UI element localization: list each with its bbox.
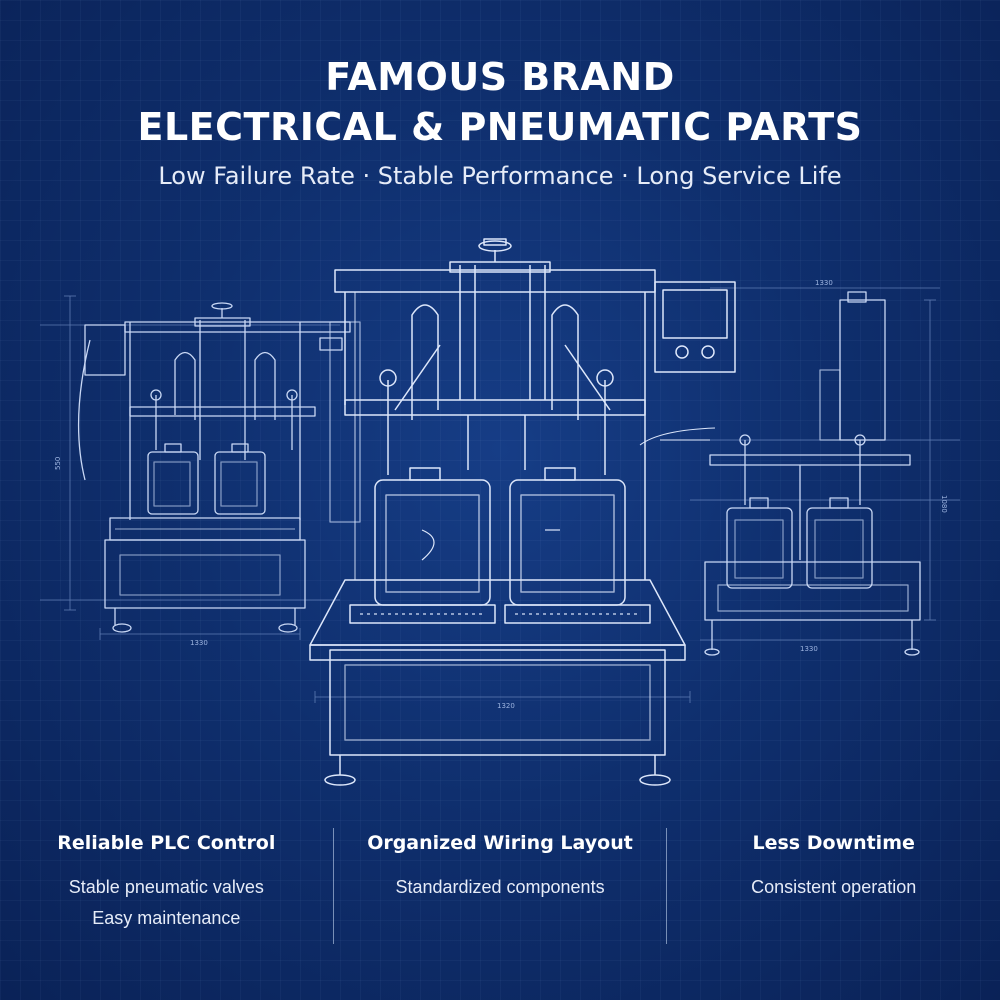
feature-line: Stable pneumatic valves xyxy=(68,877,264,897)
feature-strip: Reliable PLC Control Stable pneumatic va… xyxy=(0,828,1000,946)
title-line-2: ELECTRICAL & PNEUMATIC PARTS xyxy=(137,105,863,149)
feature-title: Less Downtime xyxy=(752,832,915,854)
right-filling-machine xyxy=(704,291,921,656)
feature-line: Consistent operation xyxy=(751,877,917,897)
tagline: Low Failure Rate · Stable Performance · … xyxy=(158,162,842,190)
dim-right-height: 1080 xyxy=(940,495,948,513)
feature-wiring-layout: Organized Wiring Layout Standardized com… xyxy=(334,828,667,946)
dimension-labels: 550 1330 1320 1330 1080 1330 xyxy=(54,279,948,710)
feature-line: Easy maintenance xyxy=(92,908,241,928)
header: FAMOUS BRAND ELECTRICAL & PNEUMATIC PART… xyxy=(0,52,1000,190)
feature-title: Reliable PLC Control xyxy=(57,832,276,854)
feature-line: Standardized components xyxy=(395,877,605,897)
feature-title: Organized Wiring Layout xyxy=(367,832,633,854)
dimension-lines xyxy=(40,287,960,703)
title-line-1: FAMOUS BRAND xyxy=(325,55,675,99)
machine-illustration: 550 1330 1320 1330 1080 1330 xyxy=(40,238,960,786)
left-filling-machine xyxy=(77,302,361,633)
feature-less-downtime: Less Downtime Consistent operation xyxy=(667,828,1000,946)
divider xyxy=(332,828,334,944)
dim-center-width: 1320 xyxy=(497,702,515,710)
feature-plc-control: Reliable PLC Control Stable pneumatic va… xyxy=(0,828,333,946)
dim-right-width: 1330 xyxy=(800,645,818,653)
dim-left-height: 550 xyxy=(54,457,62,470)
dim-right-top: 1330 xyxy=(815,279,833,287)
dim-left-width: 1330 xyxy=(190,639,208,647)
divider xyxy=(666,828,668,944)
center-filling-machine xyxy=(309,238,736,786)
